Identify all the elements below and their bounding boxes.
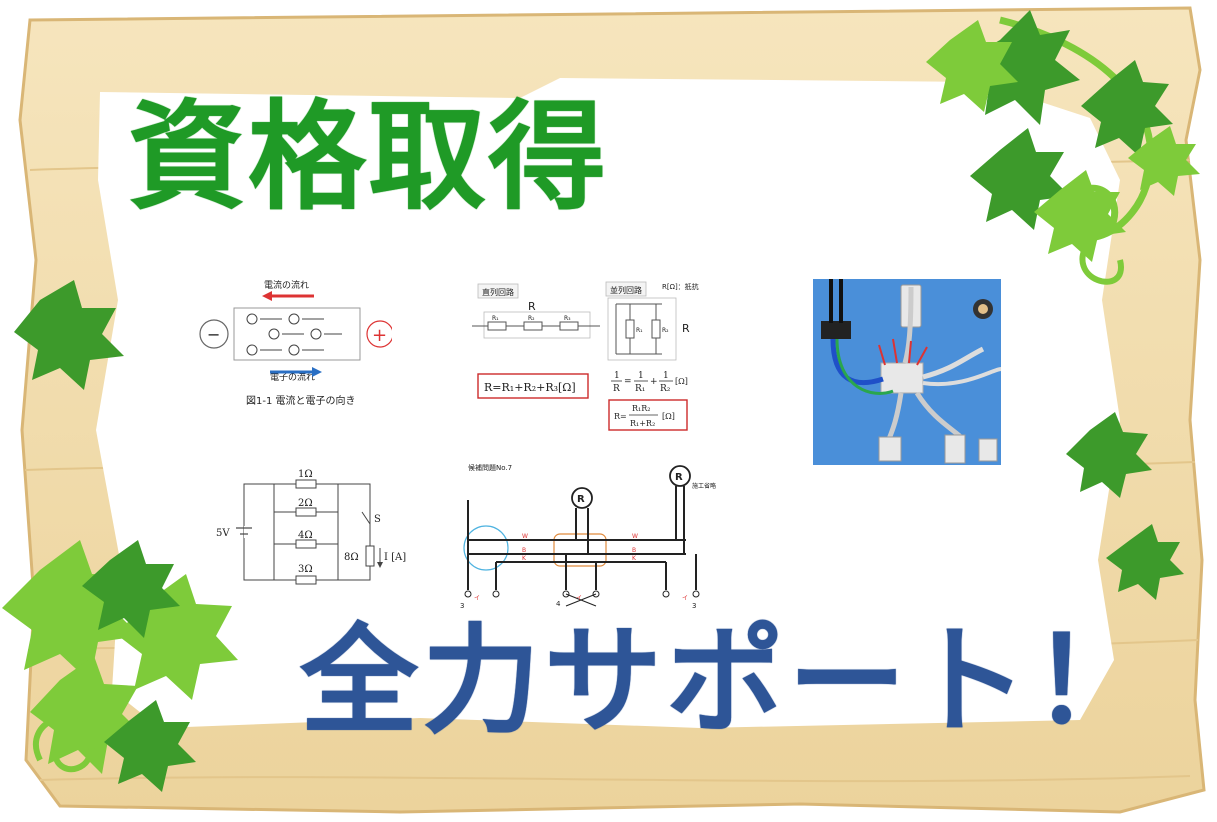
- load-label: 8Ω: [344, 552, 359, 563]
- switch-c: 3: [692, 602, 696, 610]
- combined-unit: [Ω]: [662, 412, 675, 421]
- resistor-3: 4Ω: [298, 530, 313, 541]
- plus-sign: +: [372, 325, 387, 346]
- minus-sign: −: [207, 325, 220, 344]
- wire-k-2: K: [632, 555, 637, 562]
- frac1-num: 1: [614, 371, 620, 381]
- figure-resistance: 直列回路 R R₁ R₂ R₃ R=R₁+R₂+R₃[Ω] 並列回路 R[Ω]：…: [468, 276, 704, 436]
- resistor-2: 2Ω: [298, 498, 313, 509]
- combined-num: R₁R₂: [632, 404, 650, 413]
- wire-w-2: W: [632, 533, 638, 540]
- figure-current-flow: 電流の流れ − + 電子の流れ 図1-1 電流と電子の向き: [192, 276, 392, 416]
- figure-caption: 図1-1 電流と電子の向き: [246, 394, 356, 407]
- series-formula: R=R₁+R₂+R₃[Ω]: [484, 381, 576, 394]
- switch-label: S: [374, 514, 381, 525]
- legend: R[Ω]：抵抗: [662, 282, 699, 291]
- parallel-tag: 並列回路: [610, 285, 642, 295]
- wire-b-2: B: [632, 547, 636, 554]
- mark-i-3: イ: [682, 595, 688, 602]
- series-tag: 直列回路: [482, 287, 514, 297]
- resistor-4: 3Ω: [298, 564, 313, 575]
- combined-prefix: R=: [614, 412, 627, 421]
- parallel-r2: R₂: [662, 327, 669, 334]
- mark-i-2: イ: [576, 595, 582, 602]
- resistor-1: 1Ω: [298, 469, 313, 480]
- voltage-label: 5V: [216, 528, 230, 539]
- eq-sign: =: [624, 377, 632, 387]
- slogan: 全力サポート！: [300, 612, 1155, 750]
- switch-a: 3: [460, 602, 464, 610]
- current-label: I [A]: [384, 552, 406, 563]
- frac3-num: 1: [663, 371, 669, 381]
- electron-label: 電子の流れ: [270, 371, 315, 383]
- mark-i-1: イ: [474, 595, 480, 602]
- headline: 資格取得: [128, 88, 609, 226]
- wiring-title: 候補問題No.7: [468, 463, 512, 472]
- frac2-den: R₁: [635, 384, 645, 394]
- series-r1: R₁: [492, 315, 499, 322]
- parallel-r: R: [682, 322, 690, 335]
- wire-k-1: K: [522, 555, 527, 562]
- plus-op: +: [650, 377, 658, 387]
- parallel-unit: [Ω]: [675, 377, 688, 386]
- current-label: 電流の流れ: [264, 279, 309, 291]
- switch-b: 4: [556, 600, 561, 608]
- wire-w-1: W: [522, 533, 528, 540]
- frac2-num: 1: [638, 371, 644, 381]
- figure-wiring: 候補問題No.7 R R 施工省略: [456, 460, 716, 610]
- lamp-1: R: [577, 494, 585, 505]
- series-r3: R₃: [564, 315, 571, 322]
- series-r2: R₂: [528, 315, 535, 322]
- note: 施工省略: [692, 482, 716, 490]
- frac3-den: R₂: [660, 384, 671, 394]
- parallel-r1: R₁: [636, 327, 643, 334]
- figure-circuit: 1Ω 2Ω 4Ω 3Ω 5V S 8Ω I [A]: [214, 464, 414, 588]
- frac1-den: R: [613, 384, 620, 394]
- series-r: R: [528, 300, 536, 313]
- wire-b-1: B: [522, 547, 526, 554]
- lamp-2: R: [675, 472, 683, 483]
- combined-den: R₁+R₂: [630, 419, 655, 428]
- wiring-photo: [813, 279, 1001, 465]
